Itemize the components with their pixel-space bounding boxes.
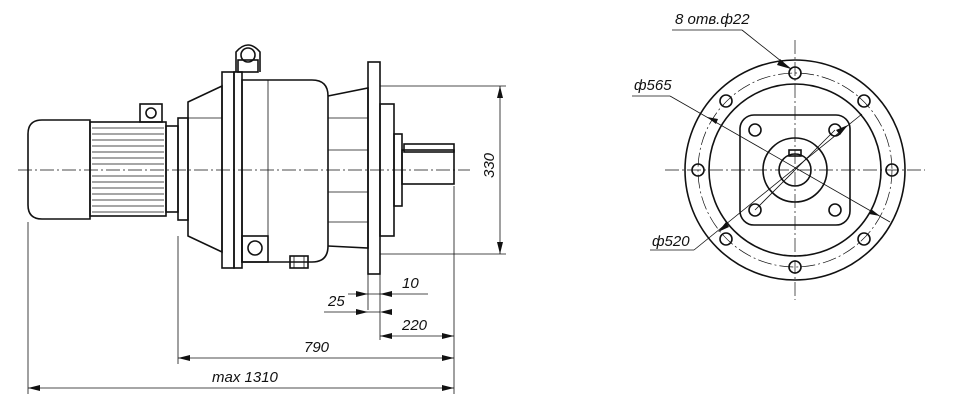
housing-square [739,114,851,226]
front-view [665,40,925,300]
label-dia-565: ф565 [634,77,672,94]
shaft-circle [778,153,812,187]
lifting-eye-top [235,44,261,73]
motor-end-cap [27,119,91,220]
motor-adapter [165,125,179,213]
drain-plug [289,255,309,269]
dim-220: 220 [401,317,428,334]
lifting-eye-bottom [241,235,269,263]
dim-10: 10 [402,275,419,292]
gearbox-rear-housing [327,87,369,249]
dim-790: 790 [304,339,330,356]
dim-25: 25 [327,293,345,310]
flange-bolt-holes [691,66,899,274]
side-view [18,44,470,275]
motor-terminal-box [139,103,163,123]
dim-330: 330 [481,152,498,178]
motor-body [89,121,167,217]
label-8-holes: 8 отв.ф22 [675,11,750,28]
dim-max-1310: max 1310 [212,369,279,386]
flange-outer-circle [684,59,906,281]
shaft-key [788,149,802,157]
label-dia-520: ф520 [652,233,690,250]
gearbox-body [241,79,329,263]
output-shaft [401,143,455,185]
front-annotations: 8 отв.ф22 ф565 ф520 [632,11,891,251]
side-dimensions: max 1310 790 220 25 10 330 [27,85,506,394]
output-flange [367,61,381,275]
gearbox-front-housing [187,84,223,254]
